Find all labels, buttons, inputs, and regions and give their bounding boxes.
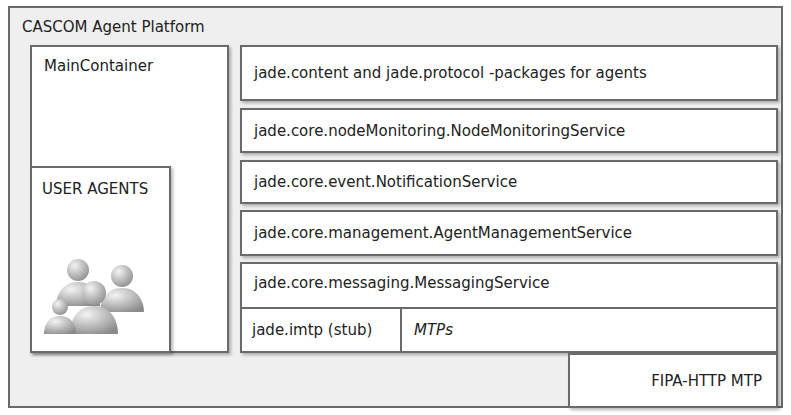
node-label: MainContainer bbox=[44, 57, 153, 75]
layer-box: jade.core.event.NotificationService bbox=[240, 160, 778, 204]
node-label: USER AGENTS bbox=[42, 180, 148, 198]
platform-frame: CASCOM Agent PlatformMainContainerUSER A… bbox=[8, 6, 783, 408]
agent-figure bbox=[100, 265, 144, 312]
node-label: FIPA-HTTP MTP bbox=[651, 372, 762, 390]
node-label: jade.core.management.AgentManagementServ… bbox=[254, 224, 632, 242]
agent-figure bbox=[44, 299, 76, 334]
layer-box: jade.core.management.AgentManagementServ… bbox=[240, 210, 778, 256]
container-box: MainContainerUSER AGENTS bbox=[30, 45, 229, 353]
agent-figure bbox=[70, 281, 118, 334]
layer-box: jade.core.nodeMonitoring.NodeMonitoringS… bbox=[240, 108, 778, 153]
layer-box: jade.core.messaging.MessagingService jade… bbox=[240, 262, 778, 353]
mtp-box: FIPA-HTTP MTP bbox=[568, 353, 778, 408]
node-label: jade.core.nodeMonitoring.NodeMonitoringS… bbox=[254, 122, 625, 140]
layer-box: jade.content and jade.protocol -packages… bbox=[240, 45, 778, 101]
node-label: MTPs bbox=[414, 321, 453, 339]
node-label: jade.content and jade.protocol -packages… bbox=[254, 64, 647, 82]
stub-box: jade.imtp (stub) bbox=[240, 307, 402, 353]
node-label: CASCOM Agent Platform bbox=[22, 18, 205, 36]
node-label: jade.imtp (stub) bbox=[252, 321, 372, 339]
mtp-box: MTPs bbox=[400, 307, 778, 353]
agents-box: USER AGENTS bbox=[30, 166, 171, 353]
node-label: jade.core.event.NotificationService bbox=[254, 173, 517, 191]
user-agents-illustration bbox=[38, 232, 158, 342]
node-label: jade.core.messaging.MessagingService bbox=[254, 274, 549, 292]
